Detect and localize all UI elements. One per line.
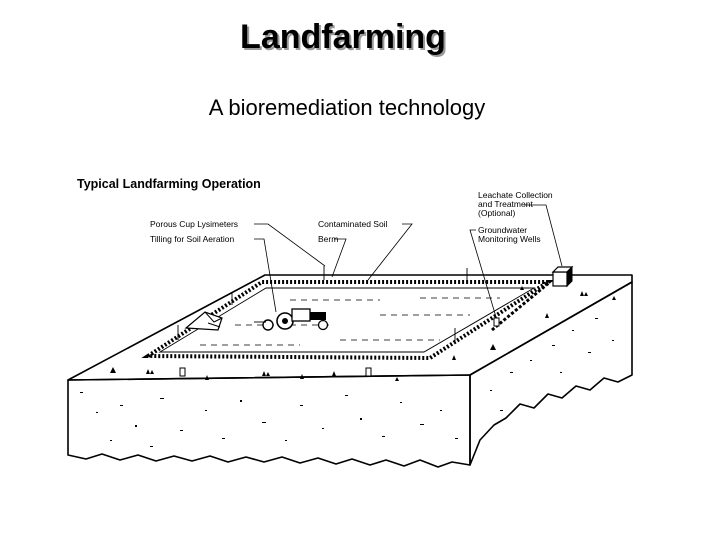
label-wells-line2: Monitoring Wells [478, 234, 541, 244]
soil-pile-icon [184, 311, 223, 331]
label-berm: Berm [318, 234, 338, 244]
leachate-collection-pipe [491, 280, 551, 332]
slide-title: Landfarming [240, 18, 446, 56]
label-tilling: Tilling for Soil Aeration [150, 234, 235, 244]
ground-left-face [67, 374, 471, 468]
label-leachate-line1: Leachate Collection [478, 190, 553, 200]
label-leachate-line3: (Optional) [478, 208, 515, 218]
leachate-treatment-unit [551, 265, 574, 288]
tractor-icon [254, 308, 329, 331]
diagram-title: Typical Landfarming Operation [77, 177, 261, 191]
monitoring-wells [179, 317, 500, 377]
slide-subtitle: A bioremediation technology [208, 95, 486, 120]
label-wells-line1: Groundwater [478, 225, 527, 235]
ground-right-face [469, 281, 633, 466]
leader-lines [254, 204, 563, 318]
soil-stipple [80, 318, 614, 447]
label-leachate-line2: and Treatment [478, 199, 533, 209]
label-lysimeters: Porous Cup Lysimeters [150, 219, 238, 229]
vegetation-marks [110, 286, 616, 381]
ground-top-surface [67, 274, 633, 381]
soil-surface-marks [200, 297, 500, 346]
berm-inner-edge [158, 287, 536, 353]
label-contaminated-soil: Contaminated Soil [318, 219, 388, 229]
lysimeter-posts [177, 266, 468, 342]
berm [141, 280, 555, 361]
